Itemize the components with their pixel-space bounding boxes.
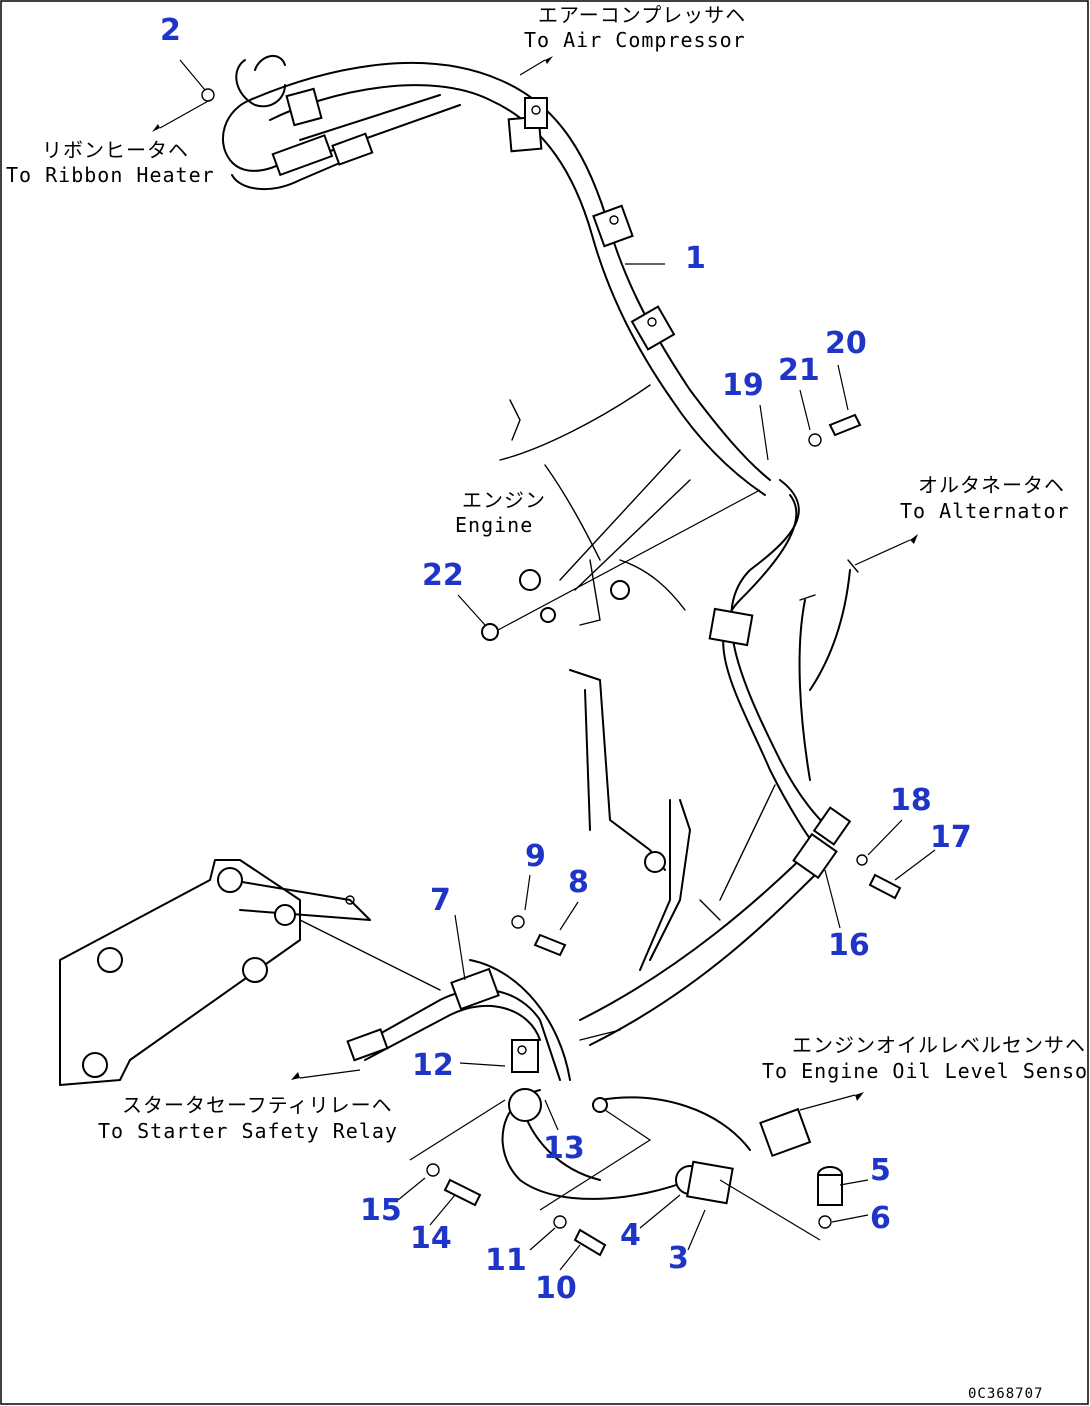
callout-11: 11 (485, 1243, 527, 1278)
callout-13: 13 (543, 1131, 585, 1166)
callout-12: 12 (412, 1048, 454, 1083)
callout-3: 3 (668, 1241, 689, 1276)
callout-21: 21 (778, 353, 820, 388)
mounting-plate (59, 859, 441, 1086)
note-ribbon-heater-en: To Ribbon Heater (6, 163, 215, 187)
callout-8: 8 (568, 865, 589, 900)
starter-harness (152, 56, 864, 1205)
drawing-code: 0C368707 (968, 1386, 1043, 1402)
callout-10: 10 (535, 1271, 577, 1306)
leader-lines (179, 59, 936, 1271)
callout-22: 22 (422, 558, 464, 593)
callout-18: 18 (890, 783, 932, 818)
note-engine-en: Engine (455, 513, 533, 537)
callout-14: 14 (410, 1221, 452, 1256)
note-engine-jp: エンジン (462, 488, 546, 512)
hardware (201, 88, 902, 1257)
callout-2: 2 (160, 13, 181, 48)
callout-15: 15 (360, 1193, 402, 1228)
callout-4: 4 (620, 1218, 641, 1253)
note-alternator-en: To Alternator (900, 499, 1070, 523)
bracket-assembly (569, 669, 691, 971)
note-oil-level-jp: エンジンオイルレベルセンサヘ (792, 1033, 1086, 1057)
callout-16: 16 (828, 928, 870, 963)
callout-19: 19 (722, 368, 764, 403)
callout-6: 6 (870, 1201, 891, 1236)
note-alternator-jp: オルタネータヘ (918, 473, 1065, 497)
note-air-compressor-en: To Air Compressor (524, 28, 746, 52)
note-starter-en: To Starter Safety Relay (98, 1119, 398, 1143)
callout-1: 1 (685, 241, 706, 276)
callout-9: 9 (525, 839, 546, 874)
note-ribbon-heater-jp: リボンヒータヘ (42, 138, 189, 162)
callout-17: 17 (930, 820, 972, 855)
note-oil-level-en: To Engine Oil Level Sensor (762, 1059, 1090, 1083)
callout-labels: 1 2 3 4 5 6 7 8 9 10 11 12 13 14 15 16 1… (160, 13, 972, 1306)
callout-5: 5 (870, 1153, 891, 1188)
note-air-compressor-jp: エアーコンプレッサヘ (538, 3, 746, 27)
engine-outline (481, 384, 761, 641)
callout-20: 20 (825, 326, 867, 361)
destination-notes: エアーコンプレッサヘ To Air Compressor リボンヒータヘ To … (6, 3, 1090, 1143)
harness-1 (221, 55, 771, 496)
harness-16 (579, 479, 918, 1046)
note-starter-jp: スタータセーフティリレーヘ (122, 1093, 393, 1117)
callout-7: 7 (430, 883, 451, 918)
